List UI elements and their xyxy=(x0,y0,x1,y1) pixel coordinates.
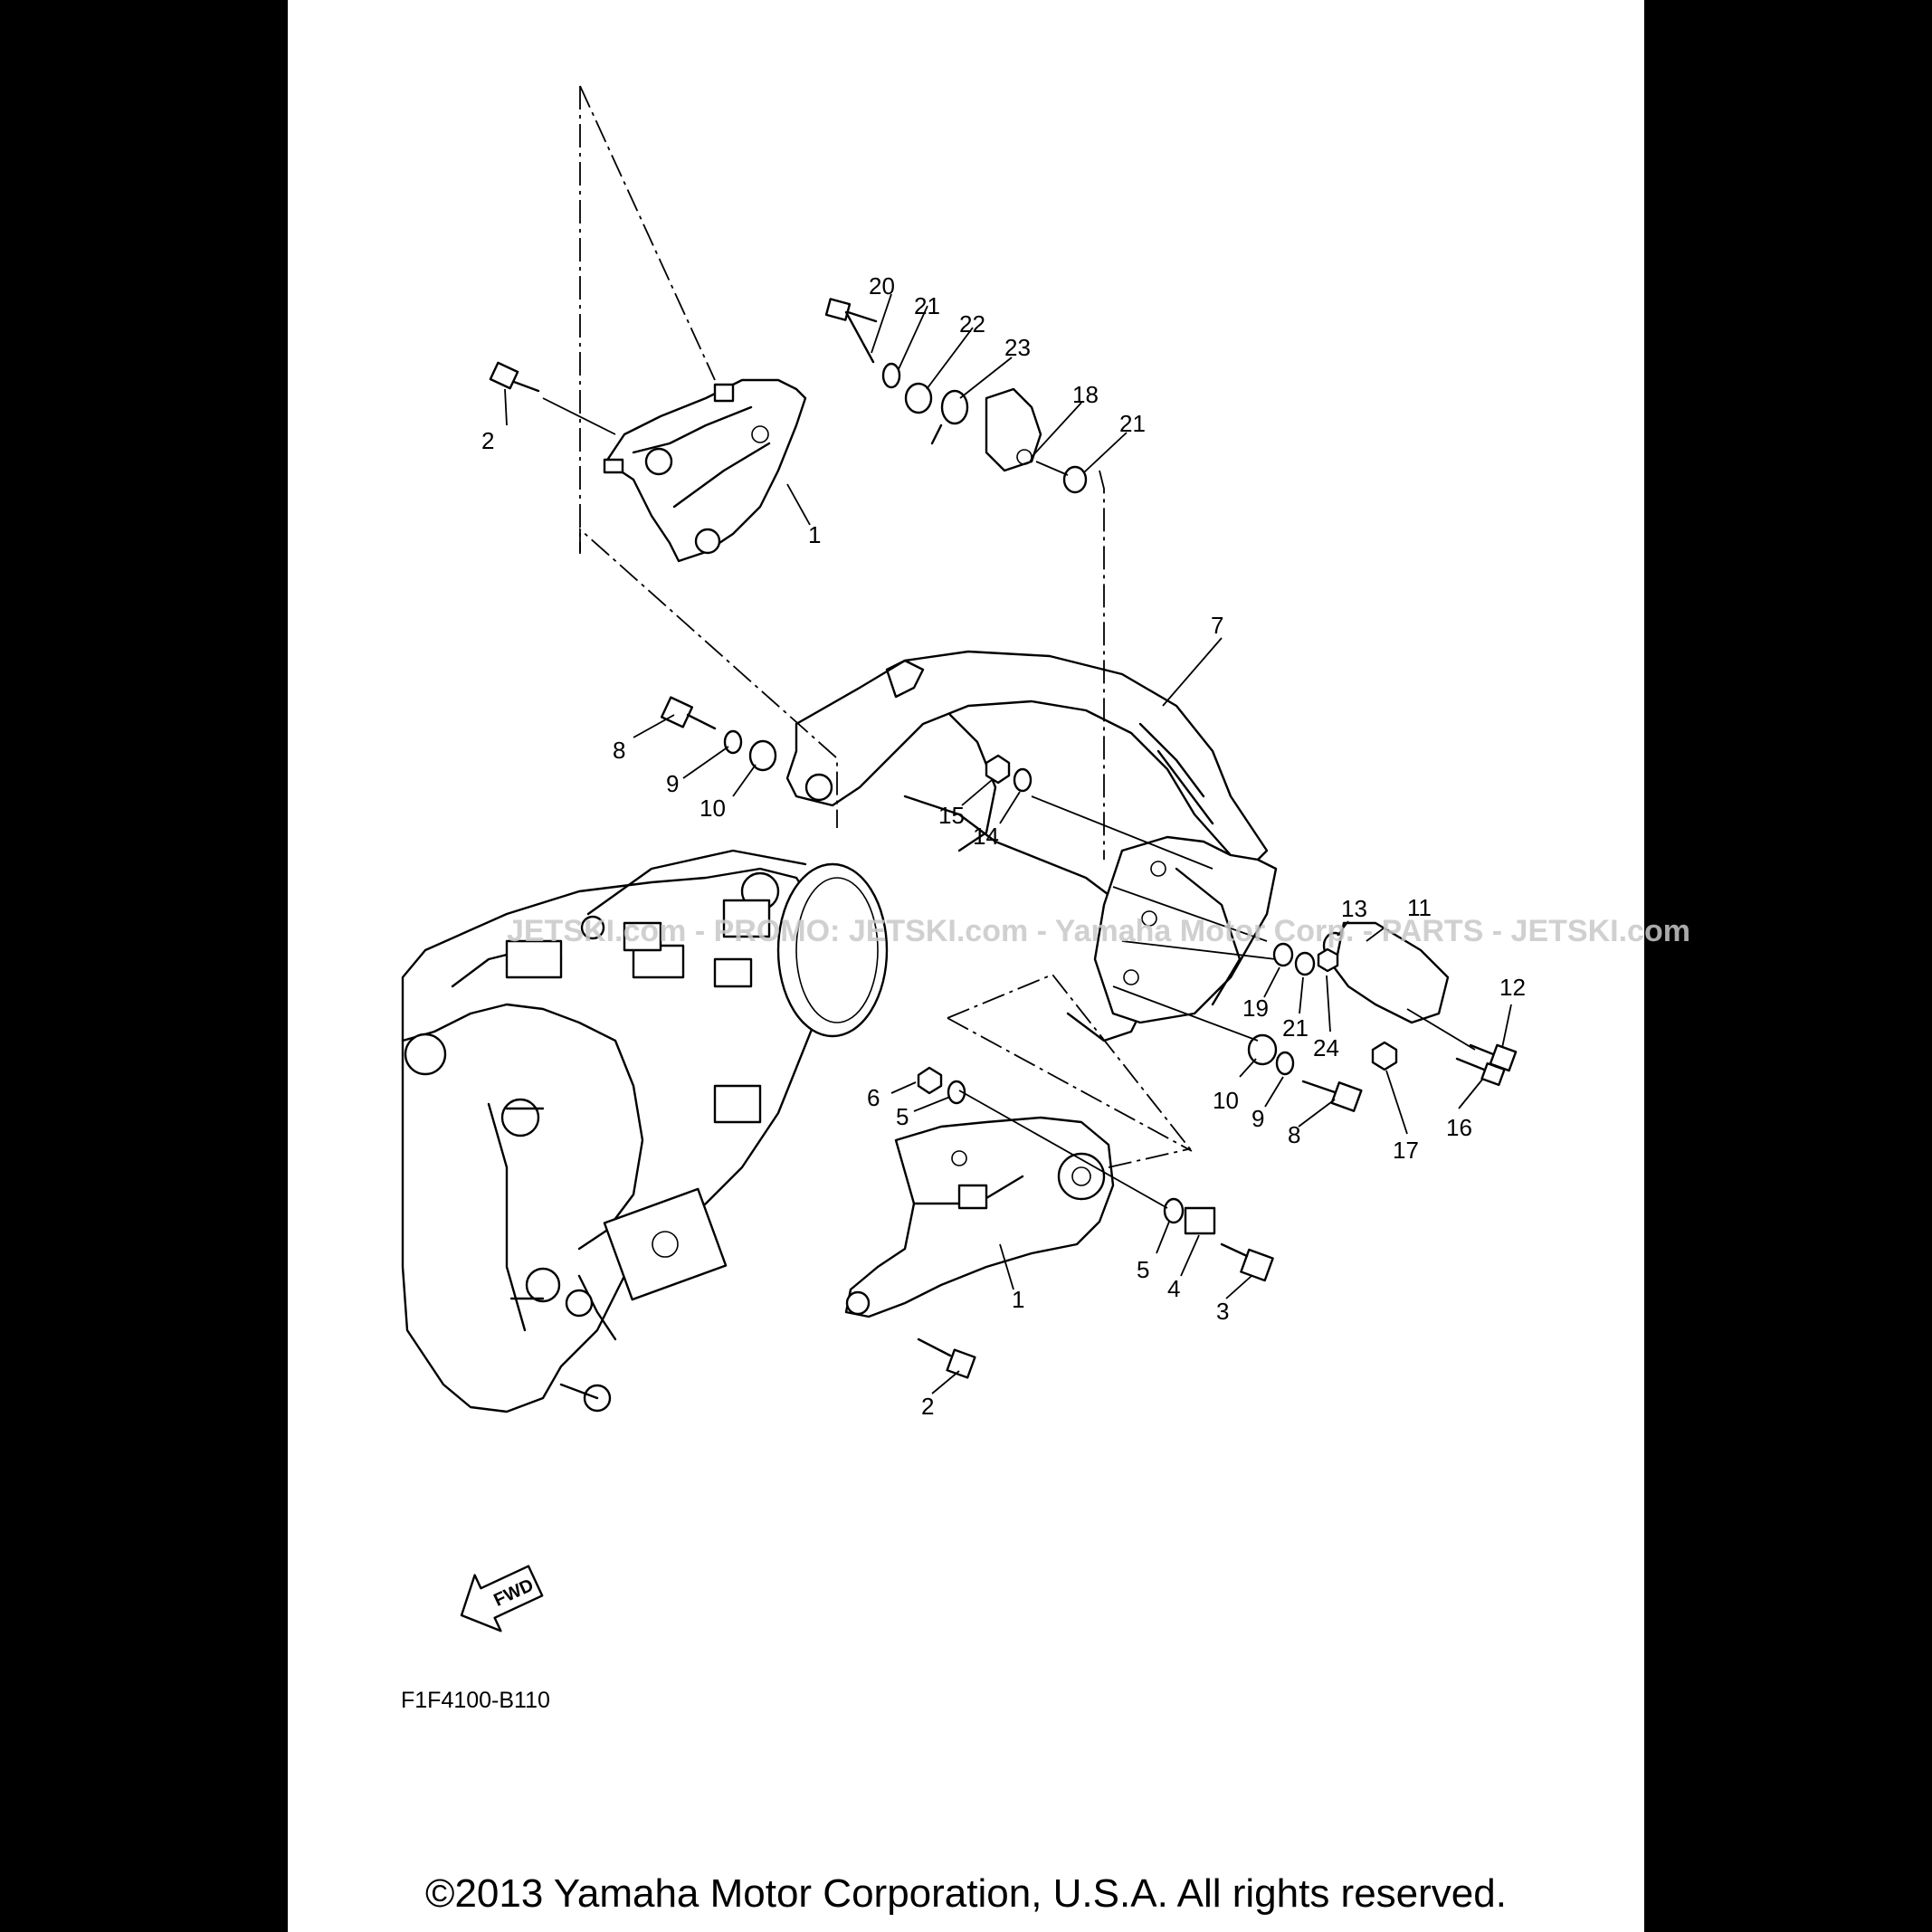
watermark-text: JETSKI.com - PROMO: JETSKI.com - Yamaha … xyxy=(507,914,1690,948)
callout-9-upper: 9 xyxy=(666,770,679,797)
fastener-set xyxy=(489,298,1518,1379)
callout-4: 4 xyxy=(1167,1275,1180,1302)
callout-9-lower: 9 xyxy=(1252,1105,1264,1132)
callout-18: 18 xyxy=(1072,381,1099,408)
steering-nozzle xyxy=(785,650,1278,1042)
callout-1-top: 1 xyxy=(808,521,821,548)
callout-23: 23 xyxy=(1004,334,1031,361)
callout-16: 16 xyxy=(1446,1114,1472,1141)
callout-10-upper: 10 xyxy=(700,795,726,822)
callout-22: 22 xyxy=(959,310,985,338)
callout-2-top: 2 xyxy=(481,427,494,454)
assembly-lines xyxy=(542,85,1476,1209)
callout-17: 17 xyxy=(1393,1137,1419,1164)
callout-19: 19 xyxy=(1242,995,1269,1022)
callout-leaders xyxy=(504,293,1512,1394)
fwd-arrow: FWD xyxy=(460,1565,544,1632)
callout-numbers: 20 21 22 23 18 21 2 1 7 8 9 10 15 14 13 … xyxy=(481,272,1526,1420)
callout-2-bottom: 2 xyxy=(921,1393,934,1420)
jet-pump-housing xyxy=(401,849,889,1413)
callout-8-lower: 8 xyxy=(1288,1121,1300,1148)
callout-20: 20 xyxy=(869,272,895,300)
callout-5-upper: 5 xyxy=(896,1103,909,1130)
callout-13: 13 xyxy=(1341,895,1367,922)
callout-5-lower: 5 xyxy=(1137,1256,1149,1283)
callout-12: 12 xyxy=(1499,974,1526,1001)
callout-7: 7 xyxy=(1211,612,1223,639)
callout-14: 14 xyxy=(973,823,999,850)
figure-code: F1F4100-B110 xyxy=(401,1688,550,1713)
callout-21-top: 21 xyxy=(914,292,940,319)
callout-15: 15 xyxy=(938,802,965,829)
callout-6: 6 xyxy=(867,1084,880,1111)
callout-8-upper: 8 xyxy=(613,737,625,764)
callout-1-bottom: 1 xyxy=(1012,1286,1024,1313)
callout-24: 24 xyxy=(1313,1034,1339,1061)
callout-10-lower: 10 xyxy=(1213,1087,1239,1114)
fwd-arrow-icon xyxy=(460,1565,544,1632)
callout-11: 11 xyxy=(1407,894,1432,921)
copyright-notice: ©2013 Yamaha Motor Corporation, U.S.A. A… xyxy=(425,1871,1507,1916)
callout-21-right: 21 xyxy=(1119,410,1146,437)
upper-bracket xyxy=(603,378,807,563)
callout-21-lower: 21 xyxy=(1282,1014,1309,1042)
callout-3: 3 xyxy=(1216,1298,1229,1325)
lower-bracket xyxy=(844,1116,1115,1318)
